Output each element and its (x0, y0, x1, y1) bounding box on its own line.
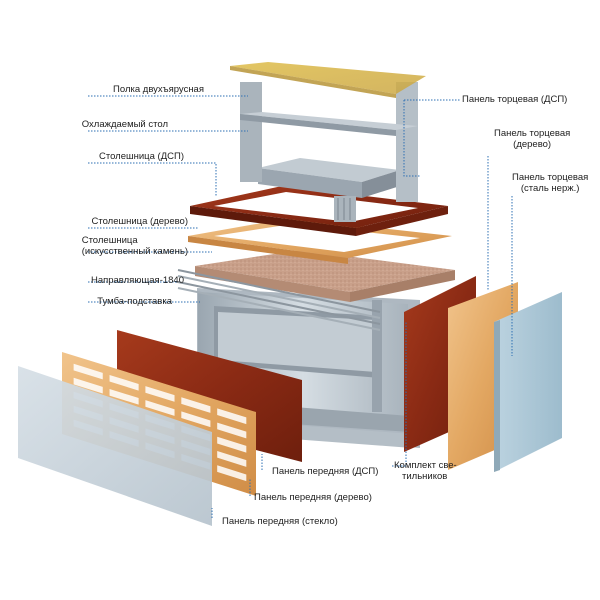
label-countertop-wood: Столешница (дерево) (91, 216, 189, 227)
label-countertop-stone-line1: Столешница (81, 235, 138, 246)
label-end-panel-chipboard: Панель торцевая (ДСП) (462, 94, 568, 105)
countertop-wood (188, 218, 452, 264)
guide-rail (177, 269, 381, 331)
label-end-panel-steel: Панель торцевая (сталь нерж.) (512, 172, 588, 194)
label-guide-rail: Направляющая-1840 (90, 275, 184, 286)
slat-opening (217, 436, 247, 453)
label-end-panel-steel-line1: Панель торцевая (512, 172, 589, 183)
slat-opening (217, 408, 247, 425)
slat-opening (217, 450, 247, 467)
slat-opening (217, 465, 247, 482)
leader-lines (88, 95, 513, 518)
slat-opening (145, 386, 175, 402)
label-lighting-kit: Комплект све- тильников (394, 460, 457, 482)
slat-opening (181, 411, 211, 428)
label-lighting-kit-line2: тильников (402, 471, 448, 482)
slat-opening (181, 397, 211, 413)
cooled-table (258, 158, 400, 222)
label-cooled-table: Охлаждаемый стол (81, 119, 168, 130)
slat-opening (217, 422, 247, 439)
slat-opening (109, 374, 139, 391)
front-panel-glass (18, 366, 212, 526)
label-lighting-kit-line1: Комплект све- (394, 460, 457, 471)
label-front-panel-wood: Панель передняя (дерево) (254, 492, 372, 503)
slat-opening (109, 388, 139, 405)
label-end-panel-wood-line1: Панель торцевая (494, 128, 571, 139)
label-front-panel-chipboard: Панель передняя (ДСП) (272, 466, 379, 477)
label-shelf-two-tier: Полка двухъярусная (113, 84, 204, 95)
countertop-stone (195, 250, 455, 302)
slat-opening (73, 377, 103, 394)
label-countertop-chipboard: Столешница (ДСП) (99, 151, 184, 162)
label-countertop-stone: Столешница (искусственный камень) (82, 235, 188, 257)
label-end-panel-wood: Панель торцевая (дерево) (494, 128, 570, 150)
slat-opening (145, 400, 175, 416)
label-end-panel-wood-line2: (дерево) (513, 139, 552, 150)
end-panel-steel (494, 292, 562, 472)
countertop-chipboard (190, 186, 448, 236)
label-cabinet-stand: Тумба-подставка (97, 296, 172, 307)
two-tier-shelf (230, 62, 426, 202)
label-countertop-stone-line2: (искусственный камень) (81, 246, 188, 257)
label-front-panel-glass: Панель передняя (стекло) (222, 516, 338, 527)
label-end-panel-steel-line2: (сталь нерж.) (520, 183, 580, 194)
slat-opening (73, 363, 103, 380)
